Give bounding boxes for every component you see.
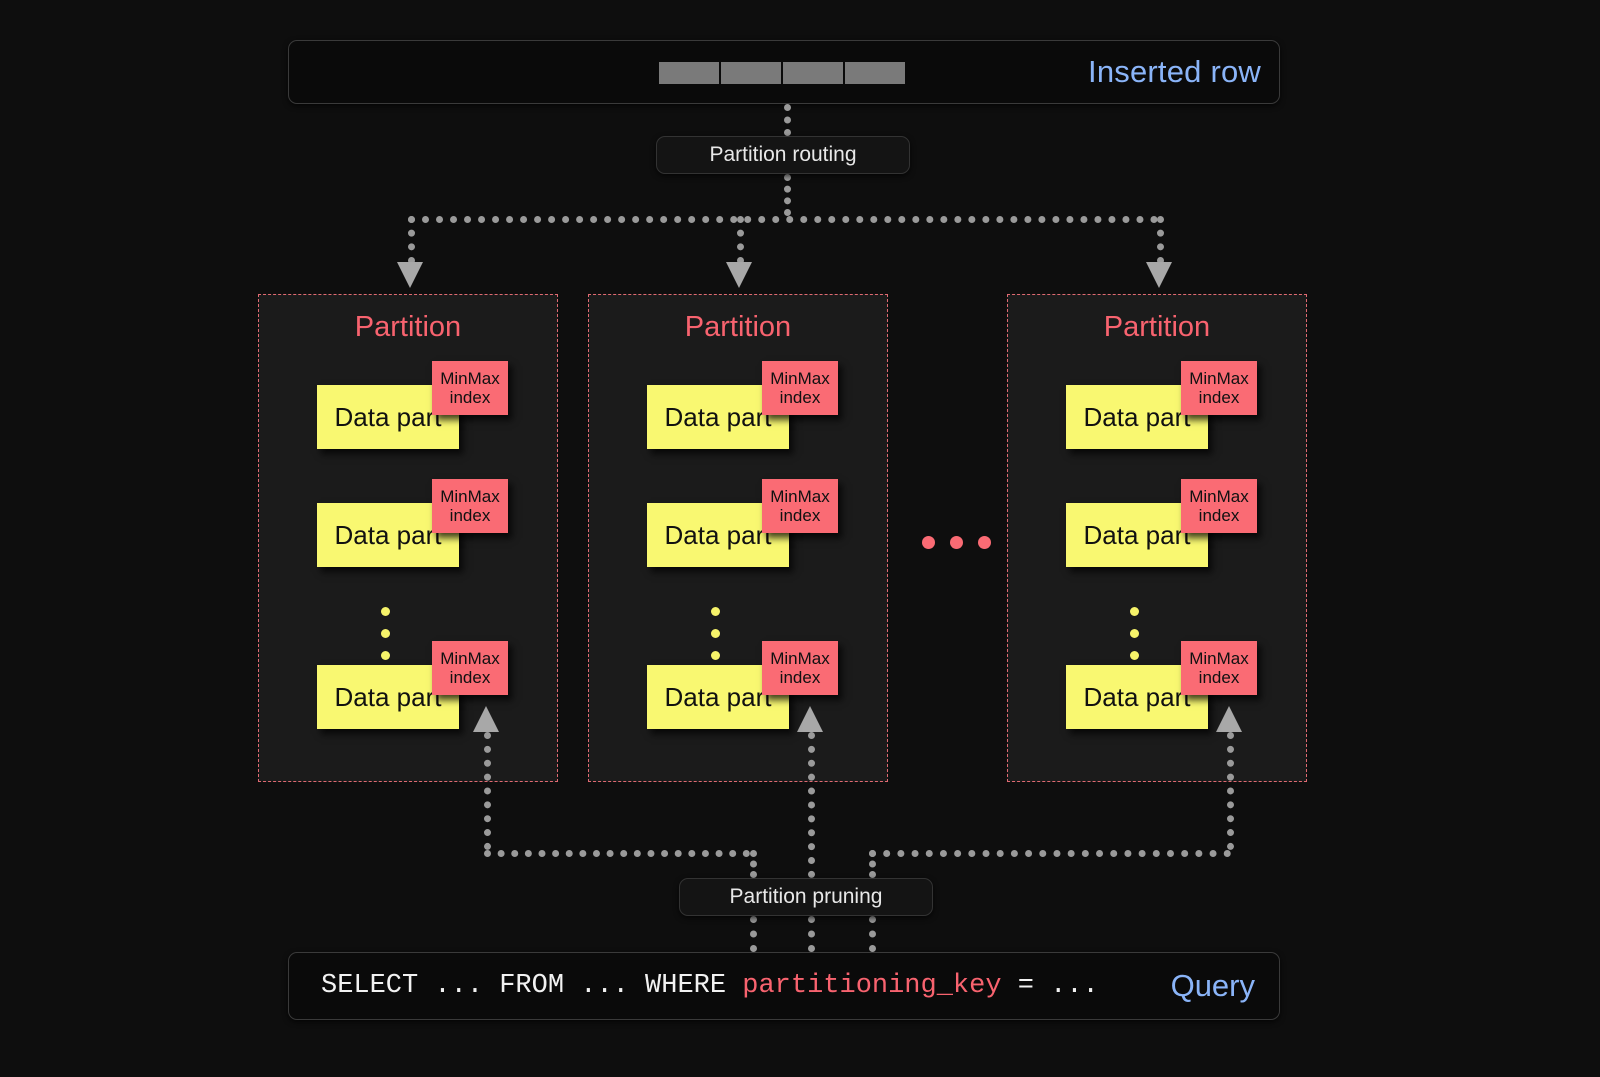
inserted-row-cells [659,62,905,84]
minmax-index-line2: index [1198,668,1240,687]
minmax-index-line1: MinMax [770,368,830,388]
vertical-ellipsis [1130,607,1139,660]
minmax-index-line1: MinMax [770,648,830,668]
connector-prune-down-left [750,850,757,878]
connector-banner-to-routing [784,104,791,136]
minmax-index-badge[interactable]: MinMax index [432,361,508,415]
connector-routing-down [784,174,791,216]
minmax-index-badge[interactable]: MinMax index [1181,479,1257,533]
minmax-index-line1: MinMax [770,486,830,506]
minmax-index-line1: MinMax [440,486,500,506]
ellipsis-dot [922,536,935,549]
data-part-group[interactable]: MinMax index Data part [1066,361,1266,461]
connector-prune-down-right [869,850,876,878]
connector-pruning-to-query-2 [808,916,815,952]
partition-title: Partition [354,311,462,343]
minmax-index-line2: index [779,668,821,687]
query-prefix: SELECT ... FROM ... WHERE [321,971,743,1001]
vertical-ellipsis [711,607,720,660]
minmax-index-badge[interactable]: MinMax index [762,641,838,695]
arrow-to-partition-1-parts [473,706,499,732]
ellipsis-dot [711,607,720,616]
partition-title: Partition [684,311,792,343]
connector-prune-up-1 [484,732,491,850]
data-part-group[interactable]: MinMax index Data part [647,641,847,741]
inserted-row-banner: Inserted row [288,40,1280,104]
connector-routing-branch-1 [408,216,415,264]
data-part-group[interactable]: MinMax index Data part [317,479,517,579]
row-cell [845,62,905,84]
data-part-group[interactable]: MinMax index Data part [1066,479,1266,579]
ellipsis-dot [711,651,720,660]
minmax-index-line1: MinMax [1189,486,1249,506]
ellipsis-dot [381,629,390,638]
arrow-to-partition-3-parts [1216,706,1242,732]
minmax-index-line2: index [449,668,491,687]
row-cell [659,62,719,84]
connector-pruning-to-query-1 [750,916,757,952]
connector-prune-up-3 [1227,732,1234,850]
vertical-ellipsis [381,607,390,660]
connector-routing-branch-2 [737,216,744,264]
data-part-group[interactable]: MinMax index Data part [647,361,847,461]
ellipsis-dot [1130,651,1139,660]
query-partitioning-key: partitioning_key [742,971,1002,1001]
minmax-index-line2: index [779,506,821,525]
minmax-index-line1: MinMax [440,368,500,388]
connector-routing-bus [408,216,1158,223]
data-part-group[interactable]: MinMax index Data part [317,361,517,461]
query-bar: SELECT ... FROM ... WHERE partitioning_k… [288,952,1280,1020]
partition-pruning-box: Partition pruning [679,878,933,916]
inserted-row-label: Inserted row [1088,54,1261,89]
minmax-index-line2: index [449,388,491,407]
ellipsis-dot [978,536,991,549]
minmax-index-line2: index [1198,506,1240,525]
ellipsis-dot [381,651,390,660]
minmax-index-badge[interactable]: MinMax index [432,641,508,695]
horizontal-ellipsis [922,536,991,549]
minmax-index-line1: MinMax [440,648,500,668]
minmax-index-badge[interactable]: MinMax index [1181,641,1257,695]
data-part-group[interactable]: MinMax index Data part [647,479,847,579]
minmax-index-line1: MinMax [1189,368,1249,388]
minmax-index-badge[interactable]: MinMax index [762,479,838,533]
minmax-index-badge[interactable]: MinMax index [1181,361,1257,415]
query-label: Query [1170,968,1255,1003]
arrow-to-partition-2-parts [797,706,823,732]
minmax-index-line1: MinMax [1189,648,1249,668]
query-suffix: = ... [1001,971,1099,1001]
connector-routing-branch-3 [1157,216,1164,264]
minmax-index-line2: index [779,388,821,407]
ellipsis-dot [1130,607,1139,616]
connector-pruning-to-query-3 [869,916,876,952]
arrow-to-partition-1 [397,262,423,288]
query-text: SELECT ... FROM ... WHERE partitioning_k… [321,971,1099,1001]
minmax-index-badge[interactable]: MinMax index [432,479,508,533]
minmax-index-line2: index [1198,388,1240,407]
ellipsis-dot [711,629,720,638]
partition-routing-box: Partition routing [656,136,910,174]
minmax-index-line2: index [449,506,491,525]
row-cell [783,62,843,84]
data-part-group[interactable]: MinMax index Data part [317,641,517,741]
ellipsis-dot [1130,629,1139,638]
connector-prune-bus-right [869,850,1231,857]
row-cell [721,62,781,84]
ellipsis-dot [950,536,963,549]
minmax-index-badge[interactable]: MinMax index [762,361,838,415]
data-part-box[interactable]: Data part [317,503,459,567]
partition-box-1[interactable]: Partition MinMax index Data part MinMax … [258,294,558,782]
arrow-to-partition-2 [726,262,752,288]
partition-title: Partition [1103,311,1211,343]
connector-prune-bus-left [484,850,750,857]
ellipsis-dot [381,607,390,616]
arrow-to-partition-3 [1146,262,1172,288]
connector-prune-up-2 [808,732,815,878]
partition-routing-label: Partition routing [709,143,857,166]
partition-box-2[interactable]: Partition MinMax index Data part MinMax … [588,294,888,782]
partition-pruning-label: Partition pruning [729,885,883,908]
data-part-group[interactable]: MinMax index Data part [1066,641,1266,741]
partition-box-3[interactable]: Partition MinMax index Data part MinMax … [1007,294,1307,782]
